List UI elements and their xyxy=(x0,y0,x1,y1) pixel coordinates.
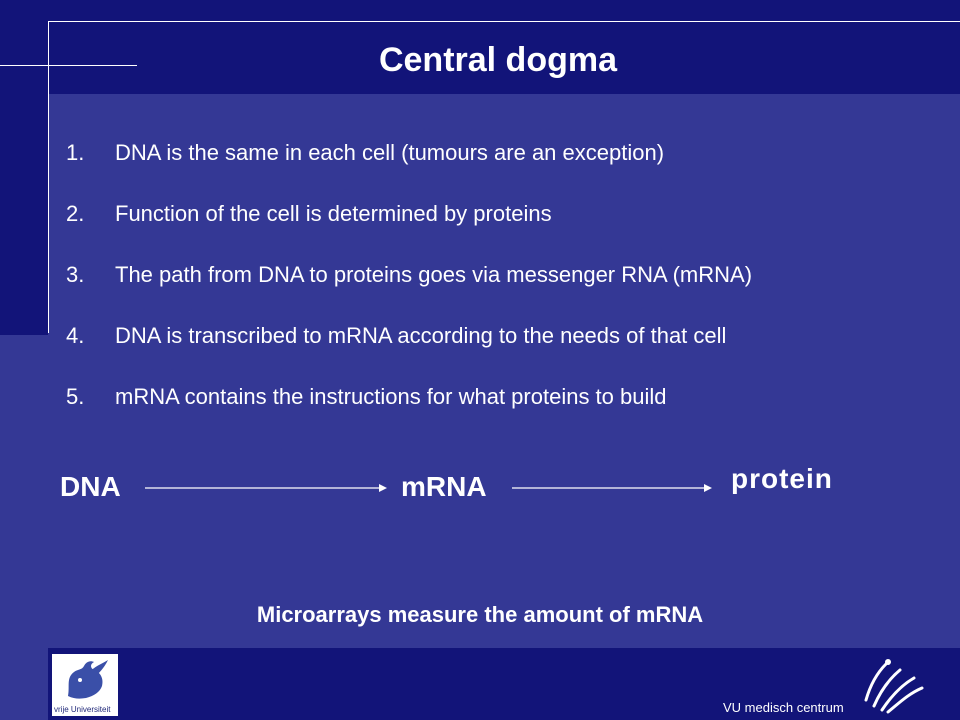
item-number: 3. xyxy=(66,262,85,287)
header-strip xyxy=(0,0,960,21)
flow-dna-label: DNA xyxy=(60,471,121,502)
griffin-icon xyxy=(68,660,108,699)
list-item: 2. Function of the cell is determined by … xyxy=(66,199,752,260)
footer-band xyxy=(48,648,960,720)
flow-protein-label: protein xyxy=(731,463,833,494)
footer-note: Microarrays measure the amount of mRNA xyxy=(256,602,704,627)
left-accent-bar xyxy=(0,0,48,335)
item-text: DNA is the same in each cell (tumours ar… xyxy=(115,140,665,165)
item-number: 4. xyxy=(66,323,85,348)
item-text: DNA is transcribed to mRNA according to … xyxy=(115,323,727,348)
vu-logo: vrije Universiteit xyxy=(52,654,118,716)
list-item: 1. DNA is the same in each cell (tumours … xyxy=(66,138,752,199)
list-item: 4. DNA is transcribed to mRNA according t… xyxy=(66,321,752,382)
arrow-right-icon xyxy=(145,484,387,492)
item-number: 2. xyxy=(66,201,85,226)
item-text: The path from DNA to proteins goes via m… xyxy=(115,262,753,287)
list-item: 5. mRNA contains the instructions for wha… xyxy=(66,382,752,443)
divider-cross xyxy=(0,65,137,66)
title-band xyxy=(48,21,960,94)
divider-vertical xyxy=(48,21,49,333)
item-text: Function of the cell is determined by pr… xyxy=(115,201,552,226)
vumc-swoosh-icon xyxy=(864,659,924,714)
vu-logo-text: vrije Universiteit xyxy=(54,705,111,714)
flow-mrna-label: mRNA xyxy=(401,471,487,502)
item-number: 1. xyxy=(66,140,85,165)
item-number: 5. xyxy=(66,384,85,409)
divider-horizontal xyxy=(48,21,960,22)
slide-title: Central dogma xyxy=(378,41,618,79)
list-item: 3. The path from DNA to proteins goes via… xyxy=(66,260,752,321)
vumc-logo-text: VU medisch centrum xyxy=(723,700,844,715)
arrow-right-icon xyxy=(512,484,712,492)
item-text: mRNA contains the instructions for what … xyxy=(115,384,667,409)
numbered-points: 1. DNA is the same in each cell (tumours … xyxy=(66,138,752,443)
